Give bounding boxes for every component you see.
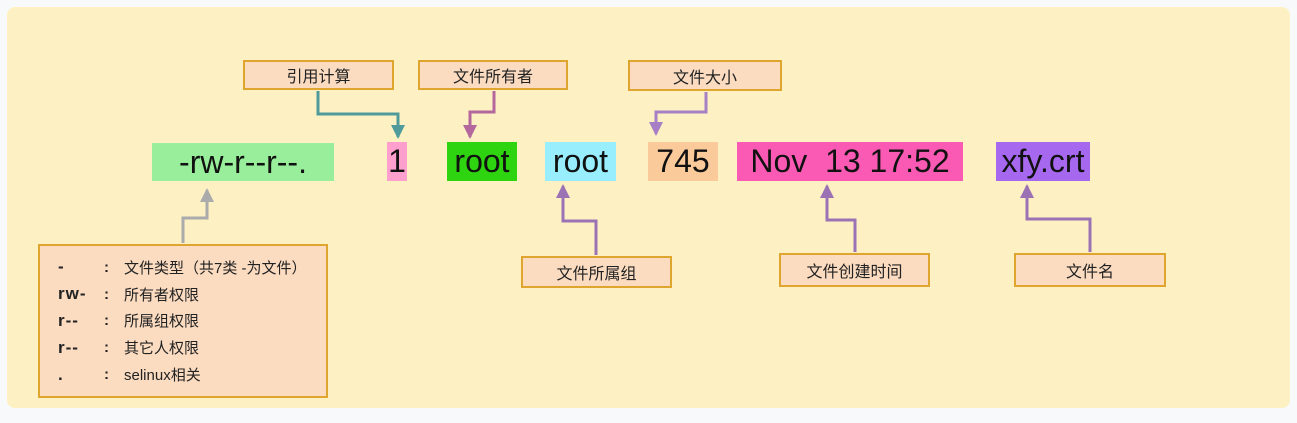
legend-desc: 文件类型（共7类 -为文件） [124, 259, 307, 277]
callout-size: 文件大小 [628, 60, 782, 91]
legend-row-selinux: . : selinux相关 [58, 364, 320, 385]
filename-field: xfy.crt [996, 142, 1090, 181]
callout-group: 文件所属组 [521, 256, 672, 288]
modified-time-field: Nov 13 17:52 [737, 142, 963, 181]
link-count-field: 1 [387, 142, 407, 181]
legend-row-file-type: - : 文件类型（共7类 -为文件） [58, 257, 320, 278]
legend-desc: 所有者权限 [124, 286, 200, 304]
legend-code: r-- [58, 337, 79, 357]
legend-row-group-perms: r-- : 所属组权限 [58, 310, 320, 331]
legend-code: r-- [58, 310, 79, 330]
legend-colon: : [104, 366, 109, 384]
legend-desc: 其它人权限 [124, 340, 200, 358]
legend-row-other-perms: r-- : 其它人权限 [58, 337, 320, 358]
legend-code: rw- [58, 284, 87, 304]
permissions-legend-box: - : 文件类型（共7类 -为文件） rw- : 所有者权限 r-- : 所属组… [38, 244, 328, 398]
legend-desc: 所属组权限 [124, 313, 200, 331]
owner-field: root [447, 142, 517, 181]
legend-desc: selinux相关 [124, 367, 201, 385]
group-field: root [545, 142, 616, 181]
callout-link-count: 引用计算 [243, 60, 394, 90]
callout-filename: 文件名 [1014, 253, 1166, 287]
legend-row-owner-perms: rw- : 所有者权限 [58, 284, 320, 305]
callout-owner: 文件所有者 [418, 60, 568, 90]
permissions-field: -rw-r--r--. [152, 143, 334, 181]
legend-colon: : [104, 339, 109, 357]
legend-code: . [58, 364, 64, 384]
legend-colon: : [104, 258, 109, 276]
callout-modified-time: 文件创建时间 [779, 253, 930, 287]
legend-colon: : [104, 285, 109, 303]
legend-code: - [58, 257, 65, 277]
legend-colon: : [104, 312, 109, 330]
size-field: 745 [648, 142, 718, 181]
